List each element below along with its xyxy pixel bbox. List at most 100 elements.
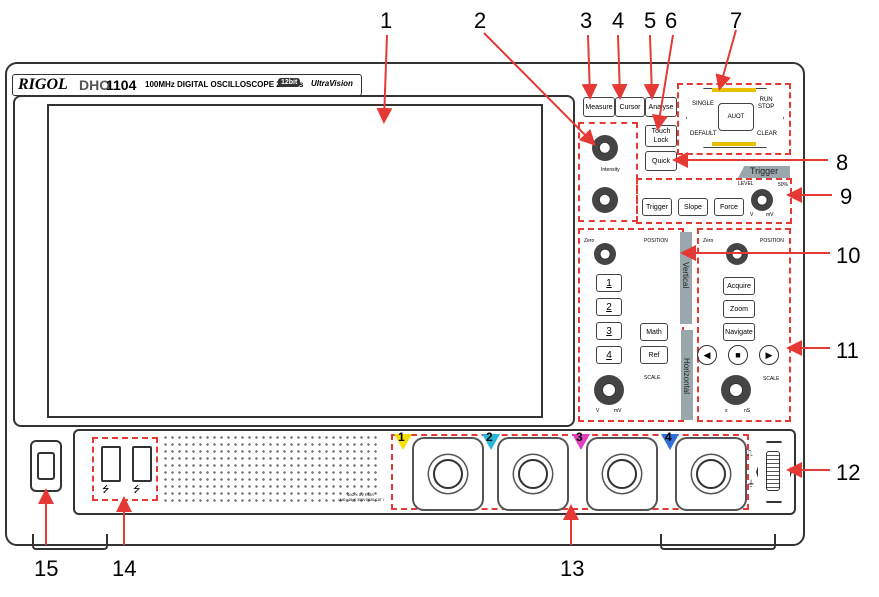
measure-button[interactable]: Measure <box>583 97 615 117</box>
brand-logo: RIGOL <box>18 76 68 93</box>
ch4-input-bnc[interactable] <box>675 437 747 511</box>
cursor-button[interactable]: Cursor <box>615 97 645 117</box>
vertical-box <box>578 228 684 422</box>
ref-button[interactable]: Ref <box>640 346 668 364</box>
trigger-level-knob[interactable] <box>751 189 773 211</box>
bits-badge: 12bit <box>278 78 301 87</box>
vertical-position-knob[interactable] <box>594 243 616 265</box>
vertical-zero-label: Zero <box>584 238 595 244</box>
trigger-50pct-label: 50% <box>778 182 789 188</box>
zoom-button[interactable]: Zoom <box>723 300 755 318</box>
usb-icon: ⭍ <box>102 484 110 494</box>
callout-5: 5 <box>644 8 657 33</box>
horizontal-position-label: POSITION <box>760 238 784 244</box>
right-foot <box>660 534 776 550</box>
callout-11: 11 <box>836 338 859 363</box>
left-foot <box>32 534 108 550</box>
knob-b[interactable] <box>592 187 618 213</box>
vertical-v-label: V <box>596 408 600 414</box>
force-button[interactable]: Force <box>714 198 744 216</box>
horizontal-ns-label: nS <box>744 408 751 414</box>
ultravision-logo: UltraVision <box>311 79 353 88</box>
model-spec: 100MHz DIGITAL OSCILLOSCOPE 2GSa/s <box>145 80 304 89</box>
multipurpose-knobs-box <box>578 122 638 222</box>
trigger-level-label: LEVEL <box>738 181 754 187</box>
auto-button[interactable]: AUOT <box>718 103 754 131</box>
ch2-input-bnc[interactable] <box>497 437 569 511</box>
slope-button[interactable]: Slope <box>678 198 708 216</box>
default-button[interactable]: DEFAULT <box>690 131 717 137</box>
vertical-position-label: POSITION <box>644 238 668 244</box>
ch3-label: 3 <box>576 430 583 444</box>
ch3-button[interactable]: 3 <box>596 322 622 340</box>
navigate-button[interactable]: Navigate <box>723 323 755 341</box>
intensity-label: Intensity <box>601 167 620 173</box>
ch3-color-marker <box>572 434 590 450</box>
callout-line-5 <box>643 34 660 100</box>
ch3-input-bnc[interactable] <box>586 437 658 511</box>
callout-3: 3 <box>580 8 593 33</box>
run-cluster-accent-top <box>712 88 756 92</box>
ch1-input-bnc[interactable] <box>412 437 484 511</box>
clear-button[interactable]: CLEAR <box>757 131 778 137</box>
vertical-mv-label: mV <box>614 408 622 414</box>
horizontal-scale-label: SCALE <box>763 376 780 382</box>
horizontal-header-tab <box>681 330 693 420</box>
trigger-mv-label: mV <box>766 212 774 218</box>
usb-icon: ⭍ <box>133 484 141 494</box>
quick-button[interactable]: Quick <box>645 151 677 171</box>
horizontal-s-label: s <box>725 408 728 414</box>
callout-14: 14 <box>112 556 137 581</box>
vertical-scale-knob[interactable] <box>594 375 624 405</box>
knob-a[interactable] <box>592 135 618 161</box>
trigger-button[interactable]: Trigger <box>642 198 672 216</box>
single-button[interactable]: SINGLE <box>692 101 715 107</box>
trigger-header-tab <box>738 166 790 178</box>
run-cluster-accent-bottom <box>712 142 756 146</box>
ch4-button[interactable]: 4 <box>596 346 622 364</box>
callout-15: 15 <box>34 556 59 581</box>
input-rating: 50Ω ≤ 5V RMS <box>347 492 374 497</box>
callout-7: 7 <box>730 8 743 33</box>
callout-13: 13 <box>560 556 585 581</box>
callout-2: 2 <box>474 8 487 33</box>
model-number: 1104 <box>106 77 137 93</box>
usb-port-1[interactable] <box>101 446 121 482</box>
ch2-button[interactable]: 2 <box>596 298 622 316</box>
speaker-grille <box>162 434 380 506</box>
callout-line-7 <box>715 29 737 91</box>
callout-6: 6 <box>665 8 678 33</box>
vertical-scale-label: SCALE <box>644 375 661 381</box>
math-button[interactable]: Math <box>640 323 668 341</box>
ch4-color-marker <box>661 434 679 450</box>
callout-line-3 <box>581 34 598 100</box>
callout-line-6 <box>652 34 674 131</box>
ch1-label: 1 <box>398 430 405 444</box>
ch1-button[interactable]: 1 <box>596 274 622 292</box>
touch-display[interactable] <box>47 104 543 418</box>
horizontal-zero-label: Zero <box>703 238 714 244</box>
horizontal-box <box>697 228 791 422</box>
acquire-button[interactable]: Acquire <box>723 277 755 295</box>
horizontal-scale-knob[interactable] <box>721 375 751 405</box>
ch2-label: 2 <box>486 430 493 444</box>
callout-10: 10 <box>836 243 861 268</box>
play-forward-icon[interactable]: ▶ <box>759 345 779 365</box>
callout-9: 9 <box>840 184 853 209</box>
play-back-icon[interactable]: ◀ <box>697 345 717 365</box>
input-rating-2: 1MΩ | 16pF 300V RMS CAT I <box>338 498 384 502</box>
usb-port-2[interactable] <box>132 446 152 482</box>
brand-bar: RIGOL DHO 1104 100MHz DIGITAL OSCILLOSCO… <box>12 74 362 96</box>
vertical-header: Vertical <box>681 262 690 289</box>
ch2-color-marker <box>482 434 500 450</box>
callout-line-1 <box>376 34 393 124</box>
horizontal-header: Horizontal <box>682 358 691 395</box>
run-stop-button[interactable]: RUN STOP <box>758 97 775 110</box>
trigger-v-label: V <box>750 212 754 218</box>
run-control-box <box>677 83 791 155</box>
stop-icon[interactable]: ■ <box>728 345 748 365</box>
ch4-label: 4 <box>665 430 672 444</box>
callout-8: 8 <box>836 150 849 175</box>
run-control-cluster <box>686 88 784 148</box>
